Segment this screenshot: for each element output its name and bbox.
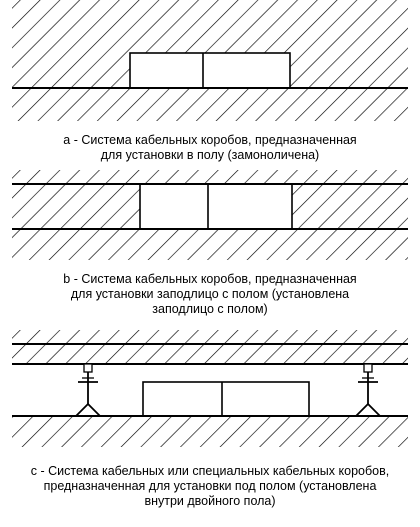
pedestal-right xyxy=(355,363,381,417)
ground-c-hatch xyxy=(12,417,408,447)
caption-c-line-3: внутри двойного пола) xyxy=(144,494,276,508)
caption-a-line-1: а - Система кабельных коробов, предназна… xyxy=(63,133,357,147)
caption-b: b - Система кабельных коробов, предназна… xyxy=(0,272,420,317)
diagram-a xyxy=(12,0,408,121)
diagram-b xyxy=(12,170,408,260)
diagram-c xyxy=(12,330,408,447)
caption-b-line-2: для установки заподлицо с полом (установ… xyxy=(70,287,350,301)
caption-a-line-2: для установки в полу (замоноличена) xyxy=(100,148,320,162)
caption-b-line-3: заподлицо с полом) xyxy=(152,302,268,316)
cable-duct-a xyxy=(129,52,291,89)
cable-duct-c xyxy=(142,381,310,417)
pedestal-left xyxy=(75,363,101,417)
cable-duct-b xyxy=(139,183,293,230)
raised-floor-panel-hatch xyxy=(12,345,408,364)
caption-c-line-2: предназначенная для установки под полом … xyxy=(43,479,377,493)
caption-b-line-1: b - Система кабельных коробов, предназна… xyxy=(63,272,357,286)
ground-b-hatch xyxy=(12,230,408,260)
ground-a-hatch xyxy=(12,89,408,121)
surface-b-hatch xyxy=(12,170,408,183)
caption-c: c - Система кабельных или специальных ка… xyxy=(0,464,420,509)
caption-a: а - Система кабельных коробов, предназна… xyxy=(0,133,420,163)
surface-c-hatch xyxy=(12,330,408,343)
caption-c-line-1: c - Система кабельных или специальных ка… xyxy=(30,464,390,478)
